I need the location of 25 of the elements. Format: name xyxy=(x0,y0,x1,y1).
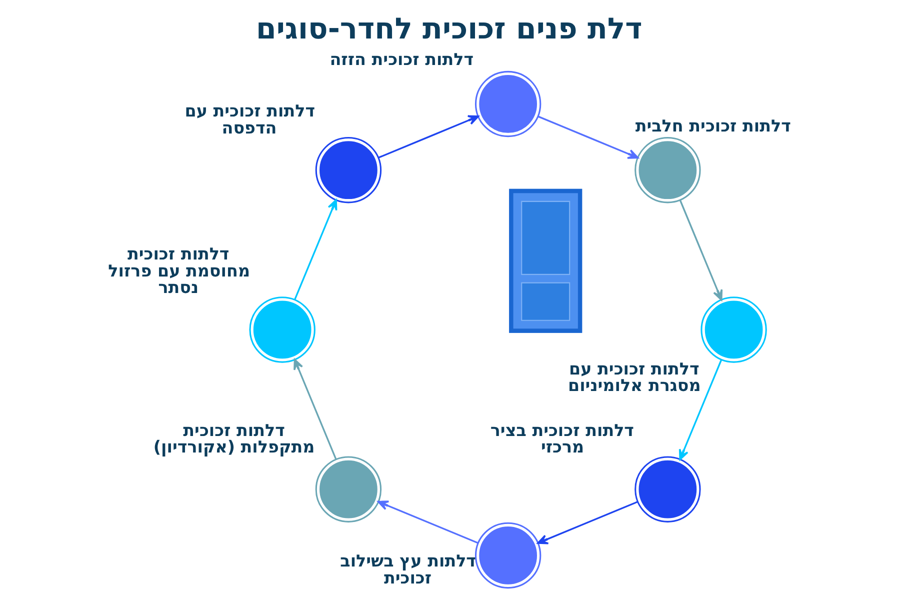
node-circle xyxy=(634,137,700,204)
node-label: דלתות זכוכית מתקפלות (אקורדיון) xyxy=(152,420,314,457)
node-label: דלתות זכוכית עם מסגרת אלומיניום xyxy=(567,359,700,396)
node-label: דלתות זכוכית בציר מרכזי xyxy=(490,420,634,457)
arrow xyxy=(678,200,722,301)
diagram-title: דלת פנים זכוכית לחדר-סוגים xyxy=(256,12,642,46)
node-label: דלתות זכוכית חלבית xyxy=(634,116,790,136)
node-circle xyxy=(700,296,766,363)
arrow xyxy=(377,500,478,544)
node-circle xyxy=(248,296,315,363)
node-label: דלתות זכוכית הזזה xyxy=(329,50,474,70)
node-circle xyxy=(634,456,700,522)
arrow xyxy=(378,115,479,158)
arrow xyxy=(294,199,337,300)
node-circle xyxy=(474,522,541,589)
node-label: דלתות זכוכית עם הדפסה xyxy=(184,102,315,138)
node-label: דלתות עץ בשילוב זכוכית xyxy=(340,552,476,588)
arrow xyxy=(293,358,336,460)
node-circle xyxy=(474,70,541,138)
arrow xyxy=(678,359,722,460)
node-label: דלתות זכוכית מחוסמת עם פרזול נסתר xyxy=(108,244,250,298)
arrow xyxy=(536,501,638,544)
node-circle xyxy=(314,137,382,204)
node-circle xyxy=(314,456,382,522)
arrow xyxy=(537,116,638,159)
